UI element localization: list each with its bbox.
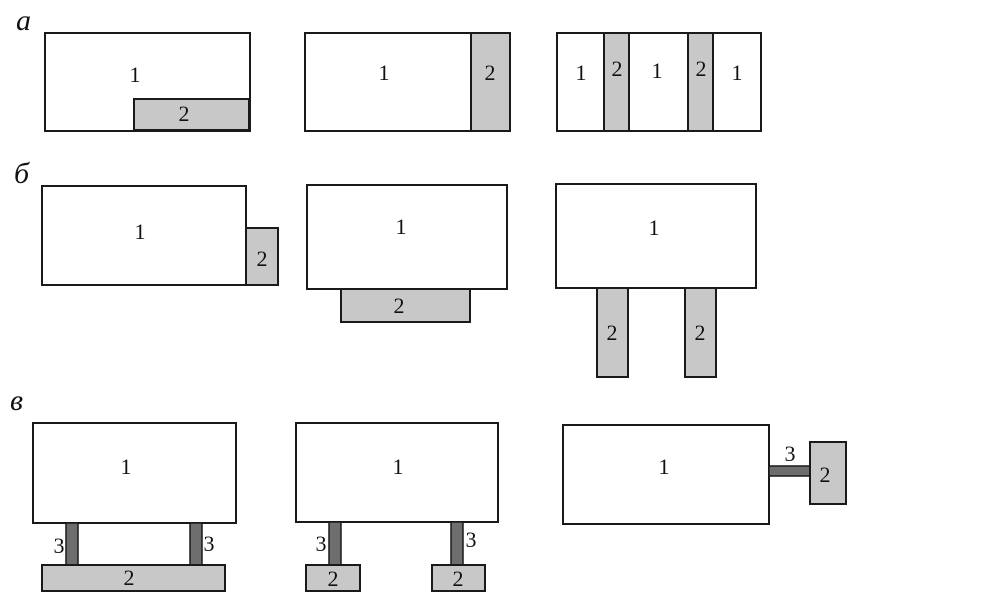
block-1: [556, 32, 762, 132]
block-1-label: 1: [393, 454, 404, 479]
block-2: [470, 32, 511, 132]
block-1: [295, 422, 499, 523]
connector-3-label: 3: [204, 531, 215, 556]
row-b-group-2: 1 2: [306, 184, 508, 323]
block-2: [684, 287, 717, 378]
row-a-group-1: 1 2: [44, 32, 251, 132]
block-2-label: 2: [696, 56, 707, 81]
block-2: [596, 287, 629, 378]
block-1-label: 1: [379, 60, 390, 85]
block-1-label: 1: [649, 215, 660, 240]
row-marker-v: в: [10, 384, 23, 417]
block-2-label: 2: [328, 566, 339, 591]
block-2: [687, 32, 714, 132]
block-1: [41, 185, 247, 286]
block-1-label: 1: [576, 60, 587, 85]
row-a-group-3: 1 2 1 2 1: [556, 32, 762, 132]
connector-3-label: 3: [54, 533, 65, 558]
block-2: [245, 227, 279, 286]
block-1-label: 1: [659, 454, 670, 479]
block-1-label: 1: [396, 214, 407, 239]
block-2: [305, 564, 361, 592]
block-1-label: 1: [135, 219, 146, 244]
block-1: [555, 183, 757, 289]
row-b-group-1: 1 2: [41, 185, 279, 286]
connector-3: [189, 522, 203, 566]
connector-3: [450, 521, 464, 566]
row-v-group-1: 1 2 3 3: [32, 422, 237, 592]
block-2-label: 2: [607, 320, 618, 345]
connector-3: [328, 521, 342, 566]
row-a-group-2: 1 2: [304, 32, 511, 132]
block-2: [431, 564, 486, 592]
block-2: [133, 98, 250, 131]
connector-3-label: 3: [785, 441, 796, 466]
connector-3: [768, 465, 811, 477]
row-v-group-3: 1 2 3: [562, 424, 847, 525]
connector-3-label: 3: [316, 531, 327, 556]
connector-3-label: 3: [466, 527, 477, 552]
block-2-label: 2: [394, 293, 405, 318]
block-1: [306, 184, 508, 290]
row-marker-b: б: [14, 157, 30, 190]
block-1-label: 1: [130, 62, 141, 87]
block-2: [41, 564, 226, 592]
block-2: [809, 441, 847, 505]
block-2-label: 2: [695, 320, 706, 345]
block-2-label: 2: [612, 56, 623, 81]
block-2-label: 2: [820, 462, 831, 487]
row-v-group-2: 1 2 2 3 3: [295, 422, 499, 592]
block-2-label: 2: [485, 60, 496, 85]
block-1-label: 1: [732, 60, 743, 85]
block-2-label: 2: [124, 565, 135, 590]
block-1: [562, 424, 770, 525]
block-2-label: 2: [453, 566, 464, 591]
connector-3: [65, 522, 79, 566]
block-2: [603, 32, 630, 132]
block-2: [340, 288, 471, 323]
block-1: [32, 422, 237, 524]
block-1-label: 1: [652, 58, 663, 83]
block-1-label: 1: [121, 454, 132, 479]
row-marker-a: а: [16, 4, 31, 37]
row-b-group-3: 1 2 2: [555, 183, 757, 378]
block-2-label: 2: [179, 101, 190, 126]
block-2-label: 2: [257, 246, 268, 271]
